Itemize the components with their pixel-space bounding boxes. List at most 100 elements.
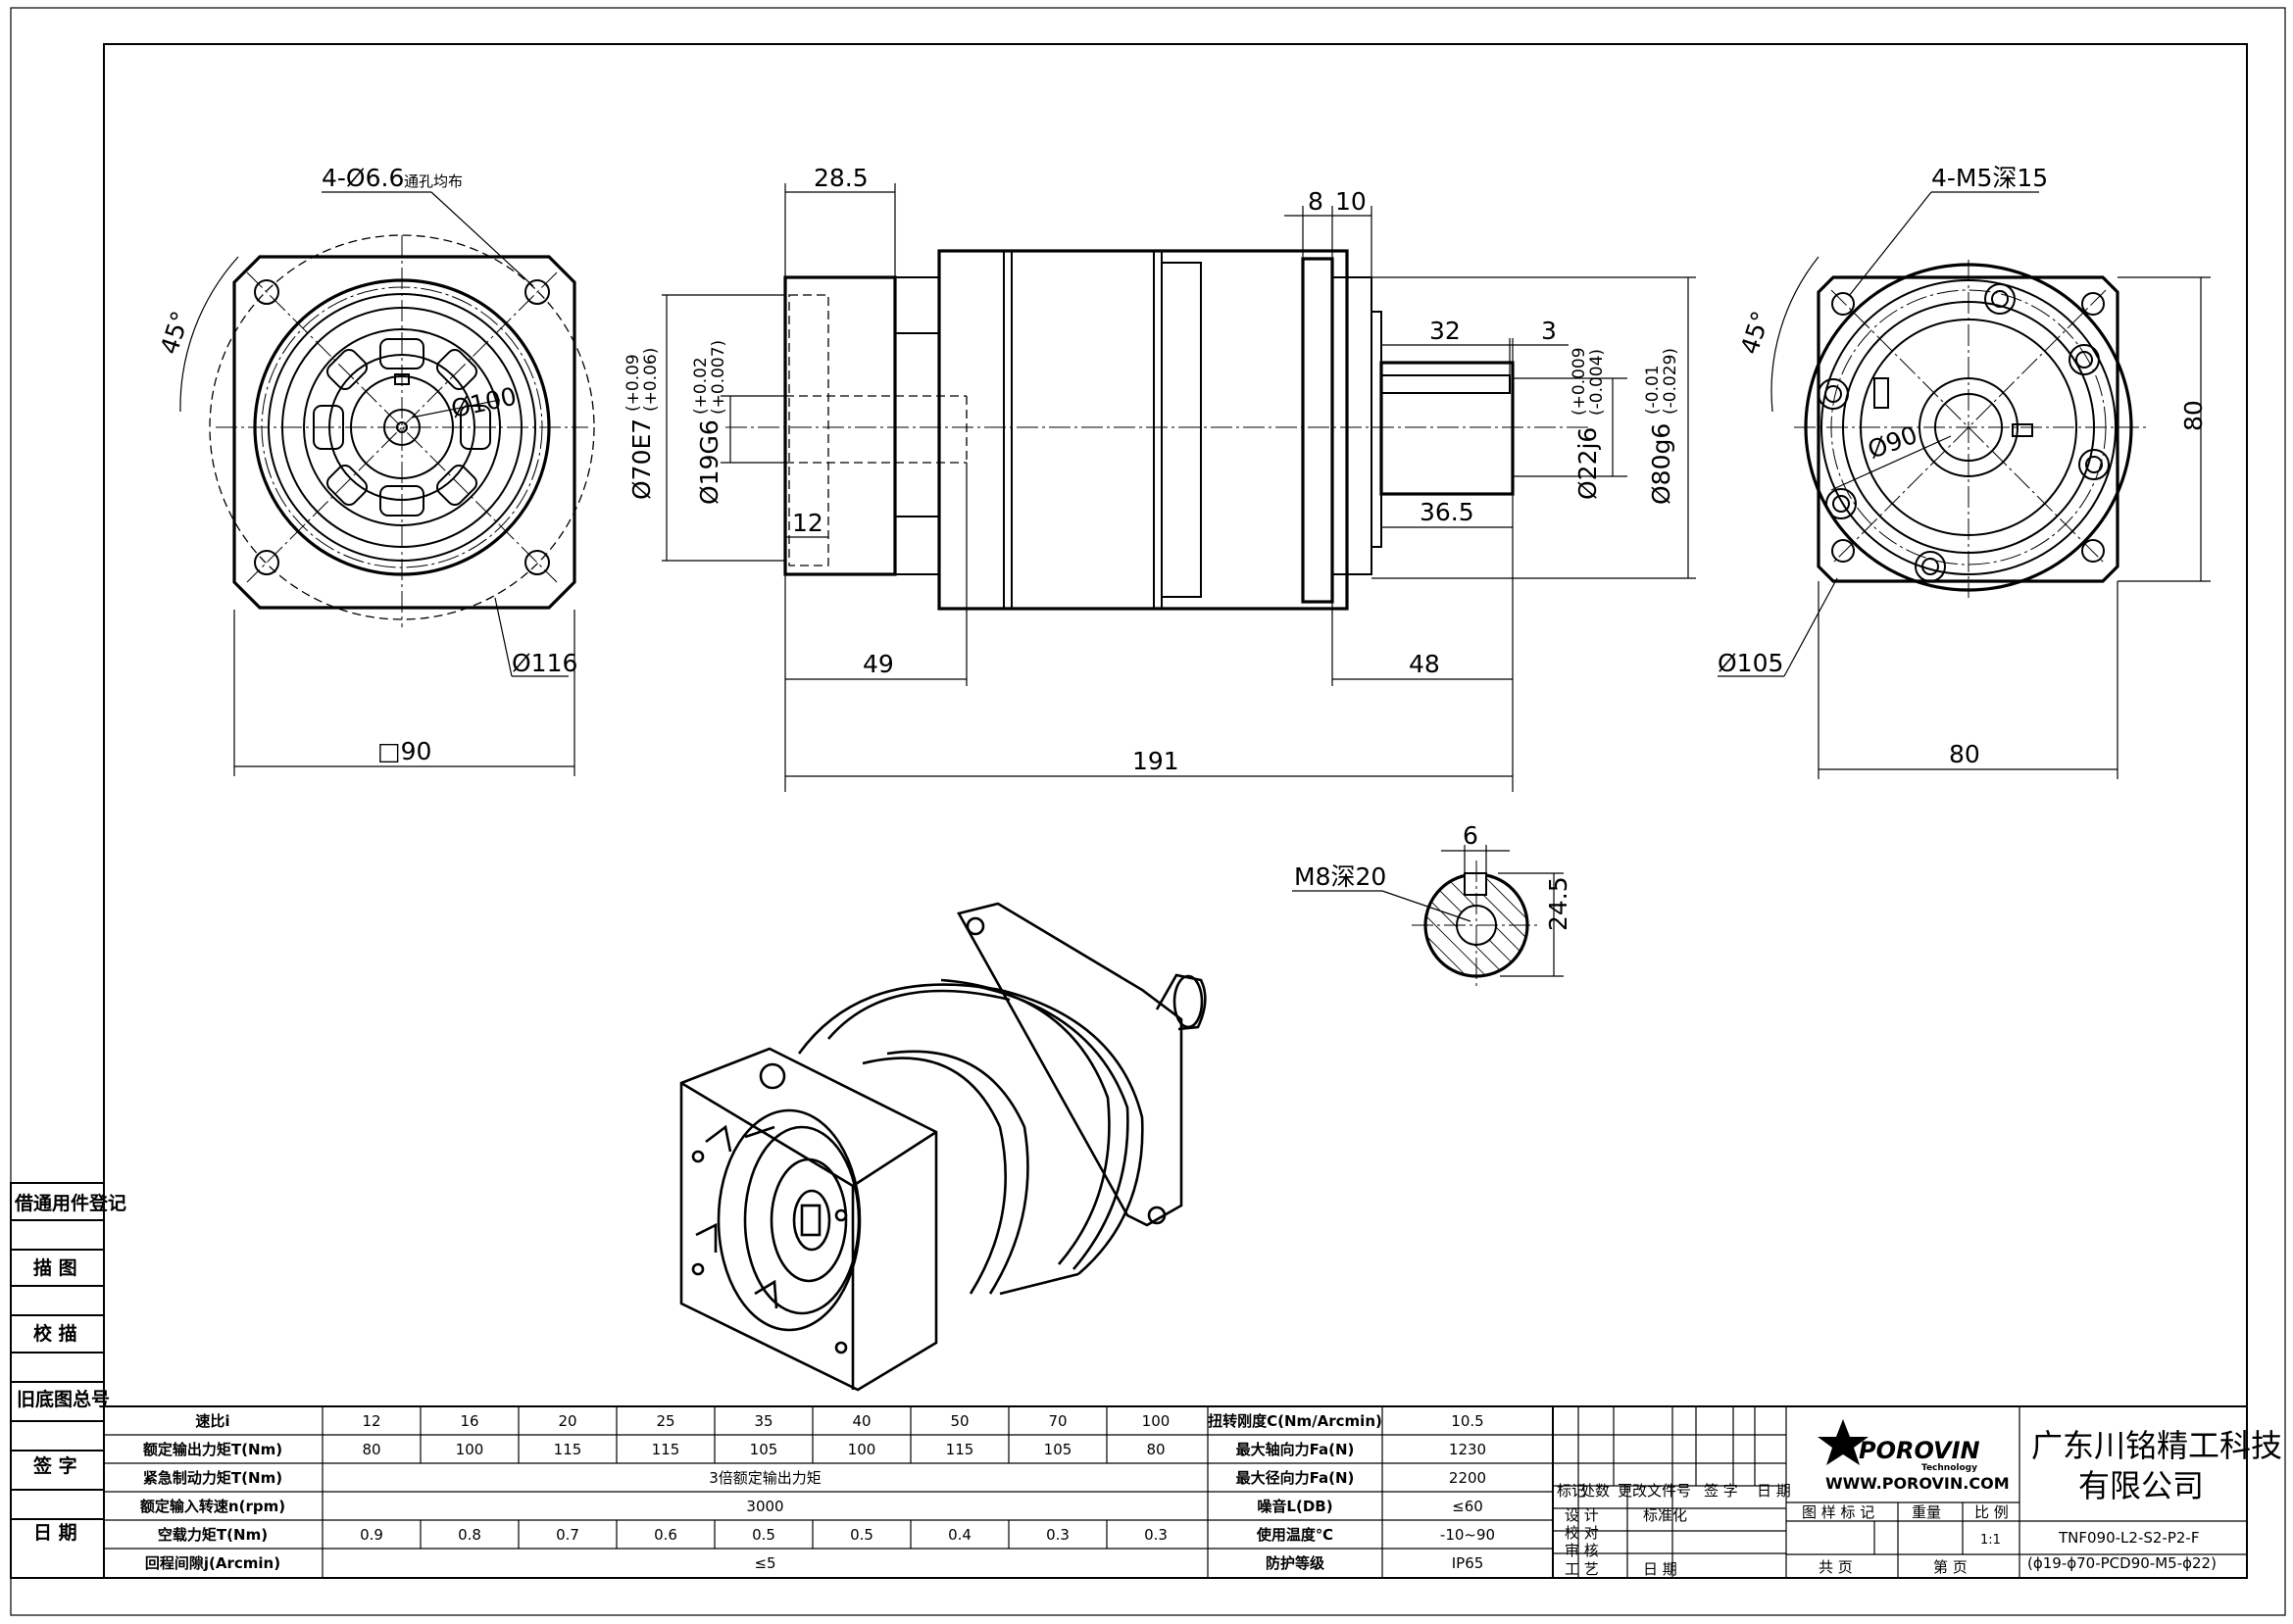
front-flange-square [232,255,576,610]
tol-shaft-low: (-0.004) [1587,349,1607,416]
logo-subtext: Technology [1921,1463,1977,1473]
dim-total-len: 191 [1132,747,1179,775]
dim-key-offset: 3 [1541,317,1557,345]
spec-right-label: 最大轴向力Fa(N) [1236,1441,1355,1458]
key-section-view: 6 M8深20 24.5 [1292,821,1572,990]
spec-cell: 105 [750,1441,778,1458]
strip-label-6: 日 期 [33,1522,77,1544]
spec-cell: 16 [460,1412,478,1430]
output-threads-label: 4-M5深15 [1931,164,2048,192]
spec-right-label: 防护等级 [1266,1554,1325,1572]
tol-bore-low: (+0.007) [709,340,728,415]
dim-pilot-input: Ø70E7 [627,418,656,500]
dim-bore: Ø19G6 [695,419,723,505]
logo-text: POROVIN [1859,1437,1980,1464]
output-width-label: 80 [1949,740,1980,768]
tb-total-sheets: 共 页 [1819,1558,1853,1576]
dim-12: 12 [792,509,823,537]
spec-cell: 100 [1142,1412,1171,1430]
output-angle-label: 45° [1735,308,1775,358]
spec-cell: 115 [652,1441,680,1458]
spec-span-cell: 3000 [746,1498,783,1515]
tb-company-line2: 有限公司 [2078,1467,2204,1504]
tb-website: WWW.POROVIN.COM [1825,1474,2010,1493]
spec-cell: 100 [456,1441,484,1458]
spec-cell: 105 [1044,1441,1072,1458]
strip-label-2: 描 图 [33,1256,77,1279]
front-flange-dia-label: Ø116 [512,649,577,677]
tol-bore-up: (+0.02 [691,357,711,415]
tb-date: 日 期 [1643,1560,1677,1578]
tb-standard: 标准化 [1643,1506,1687,1524]
gear-housing [937,249,1349,611]
spec-cell: 100 [848,1441,876,1458]
output-flange-dia-label: Ø105 [1718,649,1783,677]
spec-cell: 0.4 [948,1526,972,1544]
spec-row-label: 空载力矩T(Nm) [158,1526,268,1544]
spec-right-value: IP65 [1452,1554,1484,1572]
output-shaft-key [1380,374,1511,394]
tb-hdr-count: 处数 [1580,1482,1610,1500]
spec-row-label: 紧急制动力矩T(Nm) [143,1469,282,1487]
spec-cell: 0.5 [850,1526,873,1544]
tb-weight: 重量 [1912,1503,1941,1521]
tb-company-line1: 广东川铭精工科技 [2031,1427,2282,1464]
spec-cell: 35 [754,1412,773,1430]
title-block: 标记 处数 更改文件号 签 字 日 期 设 计 校 对 审 核 工 艺 标准化 … [1552,1405,2282,1579]
spec-right-label: 噪音L(DB) [1257,1498,1332,1515]
key-slot [1464,872,1487,896]
output-view: 4-M5深15 45° Ø90 Ø105 80 80 [1718,164,2211,779]
spec-right-value: 1230 [1449,1441,1486,1458]
outer-border [10,7,2286,1616]
tb-design: 设 计 [1565,1506,1599,1524]
output-shaft [1379,361,1515,496]
key-width-label: 6 [1463,821,1478,850]
dim-collar: 10 [1335,187,1367,216]
spec-right-value: ≤60 [1452,1498,1483,1515]
porovin-logo: POROVIN Technology [1818,1419,1980,1473]
spec-cell: 12 [362,1412,380,1430]
front-mounting-holes [254,279,550,575]
tb-hdr-date: 日 期 [1757,1482,1791,1500]
front-square-label: □90 [377,737,431,765]
spec-right-label: 使用温度℃ [1256,1526,1333,1544]
dim-input-depth: 49 [863,650,894,678]
tb-scale: 1:1 [1980,1533,2001,1548]
dim-flange-thk: 8 [1308,187,1323,216]
spec-cell: 115 [946,1441,974,1458]
tb-hdr-mark: 标记 [1557,1482,1586,1500]
tol-pilot-output-up: (-0.01 [1643,365,1663,415]
dim-key-len: 32 [1429,317,1461,345]
front-angle-label: 45° [155,308,195,358]
spec-cell: 0.7 [556,1526,579,1544]
inner-border [103,43,2248,1579]
tol-pilot-input-up: (+0.09 [623,354,643,412]
front-holes-label: 4-Ø6.6 [322,164,404,192]
spec-row-label: 额定输入转速n(rpm) [140,1498,285,1515]
spec-cell: 0.9 [360,1526,383,1544]
dim-pilot-output: Ø80g6 [1647,423,1675,505]
spec-cell: 40 [852,1412,871,1430]
dim-shaft-len: 36.5 [1420,498,1474,526]
strip-label-4: 旧底图总号 [17,1388,110,1410]
tb-scale-label: 比 例 [1974,1503,2009,1521]
output-threaded-holes [1818,283,2110,582]
dim-shaft: Ø22j6 [1573,427,1602,500]
tb-check: 校 对 [1565,1524,1599,1542]
spec-right-label: 最大径向力Fa(N) [1236,1469,1355,1487]
spec-row-label: 速比i [195,1412,229,1430]
spec-row-label: 额定输出力矩T(Nm) [143,1441,282,1458]
spec-right-value: 2200 [1449,1469,1486,1487]
spec-cell: 115 [554,1441,582,1458]
spec-cell: 70 [1048,1412,1067,1430]
tb-hdr-docno: 更改文件号 [1618,1482,1691,1500]
dim-input-len: 28.5 [814,164,869,192]
spec-cell: 0.3 [1144,1526,1168,1544]
strip-label-5: 签 字 [32,1454,77,1477]
spec-cell: 80 [1146,1441,1165,1458]
output-flange-square [1817,275,2119,583]
